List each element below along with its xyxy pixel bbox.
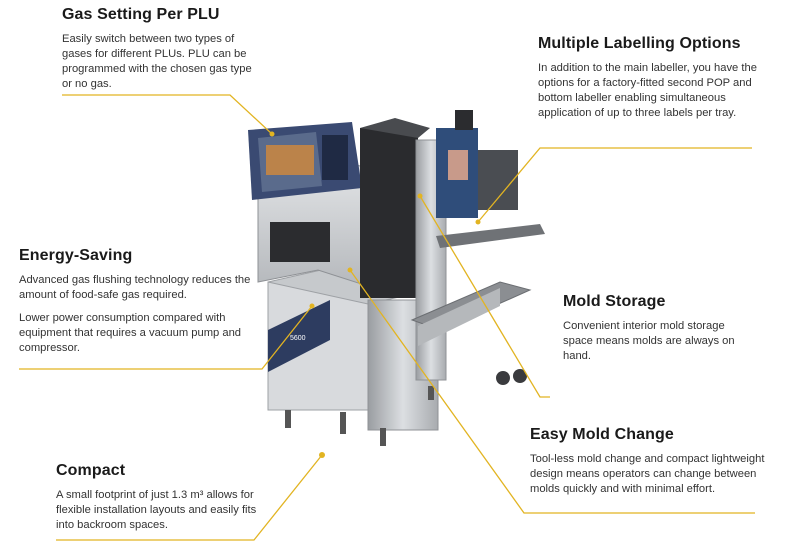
feature-title: Multiple Labelling Options xyxy=(538,35,741,52)
feature-easy-mold-change: Easy Mold Change Tool-less mold change a… xyxy=(530,426,770,505)
leader-dot-mold xyxy=(417,193,423,199)
feature-body: Tool-less mold change and compact lightw… xyxy=(530,453,765,495)
feature-body: Convenient interior mold storage space m… xyxy=(563,320,735,362)
leader-labelling xyxy=(477,147,752,223)
leader-dot-easy xyxy=(347,267,353,273)
leader-dot-labelling xyxy=(475,219,481,225)
feature-title: Mold Storage xyxy=(563,293,666,310)
leader-dot-gas xyxy=(269,131,275,137)
leader-mold xyxy=(419,195,550,398)
feature-body: Lower power consumption compared with eq… xyxy=(19,312,242,354)
feature-body: A small footprint of just 1.3 m³ allows … xyxy=(56,489,257,531)
feature-energy-saving: Energy-Saving Advanced gas flushing tech… xyxy=(19,247,259,364)
model-badge: 5600 xyxy=(290,335,306,342)
feature-body: In addition to the main labeller, you ha… xyxy=(538,62,757,119)
feature-title: Gas Setting Per PLU xyxy=(62,6,220,23)
leader-dot-energy xyxy=(309,303,315,309)
feature-title: Compact xyxy=(56,462,126,479)
leader-energy xyxy=(19,305,313,370)
leader-gas xyxy=(62,94,273,135)
feature-title: Energy-Saving xyxy=(19,247,133,264)
feature-title: Easy Mold Change xyxy=(530,426,674,443)
feature-body: Advanced gas flushing technology reduces… xyxy=(19,274,251,301)
feature-compact: Compact A small footprint of just 1.3 m³… xyxy=(56,462,276,541)
leader-easy xyxy=(349,269,755,514)
leader-compact xyxy=(56,454,323,541)
feature-multiple-labelling: Multiple Labelling Options In addition t… xyxy=(538,35,778,129)
feature-body: Easily switch between two types of gases… xyxy=(62,33,252,90)
feature-gas-setting: Gas Setting Per PLU Easily switch betwee… xyxy=(62,6,262,100)
feature-mold-storage: Mold Storage Convenient interior mold st… xyxy=(563,293,753,372)
